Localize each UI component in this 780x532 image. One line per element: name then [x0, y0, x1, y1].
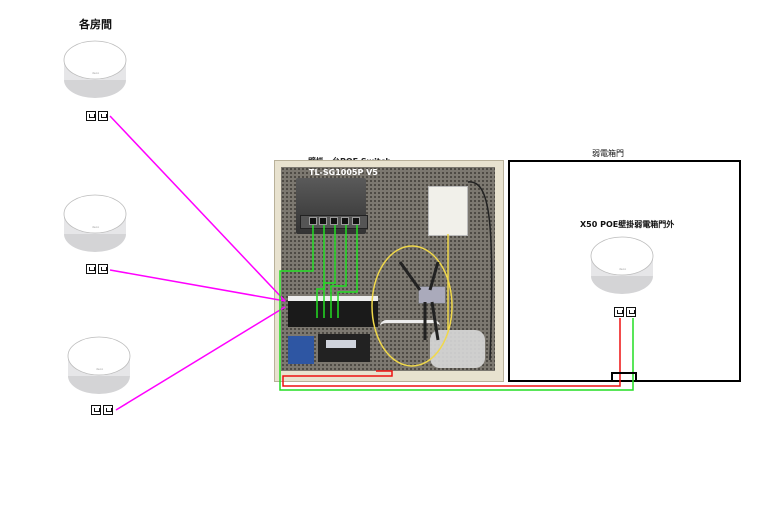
room-link-1	[109, 115, 286, 302]
fiber-loop	[371, 245, 453, 367]
svg-text:deco: deco	[96, 367, 103, 371]
ethernet-port-icon	[98, 111, 108, 121]
white-cable	[380, 320, 440, 333]
switch-port-1	[309, 217, 317, 225]
x50-router: deco	[590, 236, 654, 294]
patch-link-4	[337, 225, 358, 318]
uplink-red	[282, 318, 621, 387]
ethernet-port-icon	[103, 405, 113, 415]
ethernet-port-icon	[86, 111, 96, 121]
room-1-ports	[86, 111, 108, 121]
room-3-ports	[91, 405, 113, 415]
ethernet-port-icon	[91, 405, 101, 415]
door-title: 弱電箱門	[592, 149, 624, 158]
x50-title: X50 POE壁掛弱電箱門外	[580, 220, 675, 229]
switch-model-label: TL-SG1005P V5	[309, 168, 378, 177]
switch-port-2	[319, 217, 327, 225]
room-router-1: deco	[63, 40, 127, 98]
coax-cables	[398, 261, 440, 341]
blue-cable-bundle	[288, 336, 314, 364]
rooms-title: 各房間	[79, 18, 112, 31]
patch-panel	[288, 296, 378, 327]
ethernet-port-icon	[614, 307, 624, 317]
black-cable	[467, 181, 493, 361]
fiber-terminal-box	[428, 186, 468, 236]
switch-port-3	[330, 217, 338, 225]
modem	[318, 334, 370, 362]
room-link-2	[109, 269, 286, 302]
room-router-2: deco	[63, 194, 127, 252]
switch-port-5	[352, 217, 360, 225]
ethernet-port-icon	[626, 307, 636, 317]
modem-label-sticker	[326, 340, 356, 348]
ethernet-port-icon	[86, 264, 96, 274]
room-2-ports	[86, 264, 108, 274]
svg-text:deco: deco	[92, 225, 99, 229]
door-bottom-notch	[508, 372, 741, 382]
x50-ports	[614, 307, 636, 317]
room-link-3	[115, 306, 286, 411]
uplink-green	[279, 225, 634, 391]
patch-link-1	[316, 225, 325, 318]
ethernet-port-icon	[98, 264, 108, 274]
switch-patch-links	[279, 225, 634, 391]
patch-link-3	[330, 225, 347, 318]
patch-link-2	[323, 225, 336, 318]
room-router-3: deco	[67, 336, 131, 394]
svg-text:deco: deco	[92, 71, 99, 75]
switch-port-4	[341, 217, 349, 225]
svg-text:deco: deco	[619, 267, 626, 271]
